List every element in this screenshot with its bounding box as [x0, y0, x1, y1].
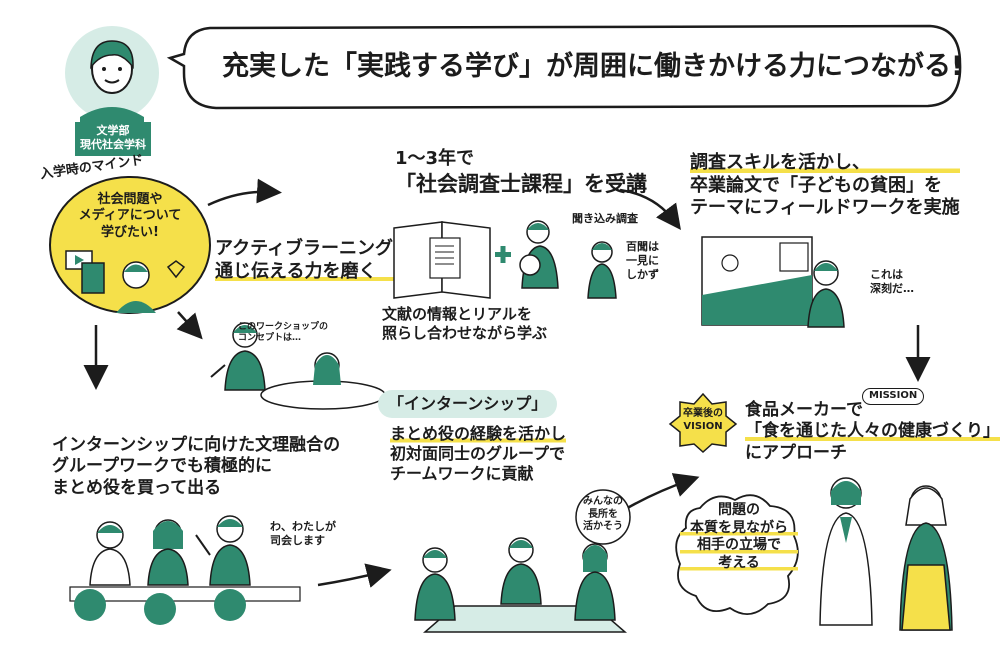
interview-label: 聞き込み調査 — [572, 212, 638, 225]
fieldwork-line: テーマにフィールドワークを実施 — [690, 197, 960, 218]
strengths-bubble — [575, 489, 631, 545]
fieldwork-speech-line: これは — [870, 268, 903, 281]
fieldwork-speech-line: 深刻だ… — [870, 281, 914, 295]
group-work-line: グループワークでも積極的に — [52, 456, 272, 477]
hyakubun-line: 一見に — [626, 253, 659, 267]
workshop-speech-line: コンセプトは… — [238, 333, 302, 344]
headline-text: 充実した「実践する学び」が周囲に働きかける力につながる! — [222, 51, 964, 82]
compare-text: 文献の情報とリアルを 照らし合わせながら学ぶ — [382, 305, 547, 343]
fieldwork-scene — [701, 236, 845, 328]
student-avatar — [65, 26, 159, 123]
mind-bubble: 社会問題や メディアについて 学びたい! — [70, 192, 190, 241]
vision-line: 食品メーカーで — [745, 400, 863, 420]
strengths-line: みんなの — [583, 496, 623, 507]
group-work-text: インターンシップに向けた文理融合の グループワークでも積極的に まとめ役を買って… — [52, 435, 340, 499]
active-learning-line: 通じ伝える力を磨く — [215, 260, 412, 283]
workshop-scene — [210, 322, 386, 410]
department-line2: 現代社会学科 — [80, 137, 146, 151]
vision-badge-text: 卒業後の VISION — [676, 408, 730, 433]
internship-text: まとめ役の経験を活かし 初対面同士のグループで チームワークに貢献 — [390, 424, 567, 484]
survey-course-line2: 「社会調査士課程」を受講 — [395, 171, 647, 196]
hyakubun-line: しかず — [626, 267, 659, 281]
vision-line: 「食を通じた人々の健康づくり」 — [745, 421, 1000, 443]
headline-bubble — [166, 24, 962, 110]
hyakubun-text: 百聞は 一見に しかず — [626, 240, 659, 281]
compare-line: 文献の情報とリアルを — [382, 305, 532, 323]
thought-line: 相手の立場で — [680, 537, 798, 555]
strengths-speech: みんなの 長所を 活かそう — [582, 496, 624, 534]
chair-speech-line: 司会します — [270, 533, 325, 547]
mind-line: 社会問題や — [97, 192, 163, 207]
thought-line: 問題の — [718, 502, 760, 518]
internship-scene — [414, 537, 628, 633]
strengths-line: 長所を — [588, 508, 618, 520]
vision-badge — [668, 392, 738, 454]
mind-circle — [49, 176, 211, 314]
vision-badge-line: 卒業後の — [683, 408, 723, 419]
group-work-line: インターンシップに向けた文理融合の — [52, 435, 341, 455]
fieldwork-line: 調査スキルを活かし、 — [690, 152, 960, 175]
vision-badge-line: VISION — [683, 420, 723, 432]
strengths-line: 活かそう — [583, 521, 623, 532]
fieldwork-speech: これは 深刻だ… — [870, 268, 914, 296]
chair-speech: わ、わたしが 司会します — [270, 520, 336, 548]
thought-line: 考える — [680, 554, 798, 572]
vision-line: にアプローチ — [745, 442, 847, 463]
compare-line: 照らし合わせながら学ぶ — [382, 323, 548, 342]
book-and-baby — [393, 220, 617, 299]
internship-line: チームワークに貢献 — [390, 464, 534, 483]
group-work-scene — [69, 515, 301, 625]
department-line1: 文学部 — [96, 124, 130, 137]
group-work-line: まとめ役を買って出る — [52, 477, 222, 498]
workshop-speech-line: このワークショップの — [238, 322, 329, 332]
internship-line: 初対面同士のグループで — [390, 444, 566, 463]
workshop-speech: このワークショップの コンセプトは… — [238, 322, 328, 345]
hyakubun-line: 百聞は — [626, 240, 659, 253]
chair-speech-line: わ、わたしが — [270, 520, 336, 533]
department-badge: 文学部 現代社会学科 — [75, 122, 151, 156]
fieldwork-text: 調査スキルを活かし、 卒業論文で「子どもの貧困」を テーマにフィールドワークを実… — [690, 152, 960, 220]
vision-text: 食品メーカーで 「食を通じた人々の健康づくり」 にアプローチ — [745, 400, 1000, 464]
survey-course-line1: 1〜3年で — [395, 148, 475, 169]
thought-line: 本質を見ながら — [680, 519, 798, 537]
active-learning-line: アクティブラーニングを — [215, 238, 412, 259]
internship-label: 「インターンシップ」 — [378, 390, 558, 418]
survey-course: 1〜3年で 「社会調査士課程」を受講 — [395, 148, 647, 197]
thought-text: 問題の 本質を見ながら 相手の立場で 考える — [680, 502, 798, 572]
internship-line: まとめ役の経験を活かし — [390, 424, 567, 444]
mission-label: MISSION — [862, 388, 925, 405]
vision-scene — [819, 477, 953, 631]
mind-line: メディアについて — [78, 208, 182, 224]
mind-line: 学びたい! — [101, 224, 159, 240]
fieldwork-line: 卒業論文で「子どもの貧困」を — [690, 174, 942, 196]
active-learning: アクティブラーニングを 通じ伝える力を磨く — [215, 238, 412, 283]
